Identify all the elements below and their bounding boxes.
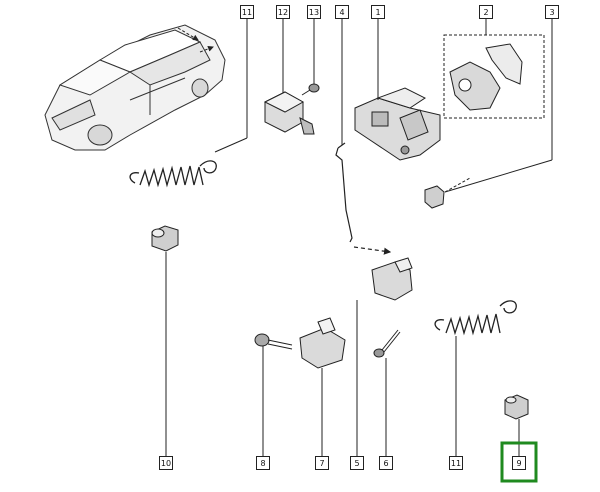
screw-small xyxy=(301,83,320,96)
tension-spring-upper xyxy=(129,160,217,188)
callout-12: 12 xyxy=(276,5,290,19)
callout-7: 7 xyxy=(315,456,329,470)
car-locator-arrows xyxy=(177,27,214,53)
hex-bolt xyxy=(254,333,293,350)
bushing-left xyxy=(151,225,179,252)
gasket-frame xyxy=(443,34,545,119)
highlight-box xyxy=(500,441,538,483)
callout-6: 6 xyxy=(379,456,393,470)
callout-3: 3 xyxy=(545,5,559,19)
callout-2: 2 xyxy=(479,5,493,19)
callout-10: 10 xyxy=(159,456,173,470)
callout-11-upper: 11 xyxy=(240,5,254,19)
callout-9[interactable]: 9 xyxy=(512,456,526,470)
leader-lines xyxy=(165,19,553,456)
actuator-motor xyxy=(263,91,315,135)
callout-11-lower: 11 xyxy=(449,456,463,470)
lock-mechanism xyxy=(354,87,441,161)
connecting-rod xyxy=(335,142,392,255)
tension-spring-lower xyxy=(434,300,517,336)
retaining-clip xyxy=(299,317,346,369)
callout-5: 5 xyxy=(350,456,364,470)
bushing-small xyxy=(504,394,529,420)
mounting-bolt xyxy=(373,329,401,358)
callout-1: 1 xyxy=(371,5,385,19)
car-illustration xyxy=(44,24,226,151)
callout-8: 8 xyxy=(256,456,270,470)
callout-4: 4 xyxy=(335,5,349,19)
bushing-right xyxy=(424,159,553,209)
lock-striker xyxy=(371,257,413,301)
callout-13: 13 xyxy=(307,5,321,19)
